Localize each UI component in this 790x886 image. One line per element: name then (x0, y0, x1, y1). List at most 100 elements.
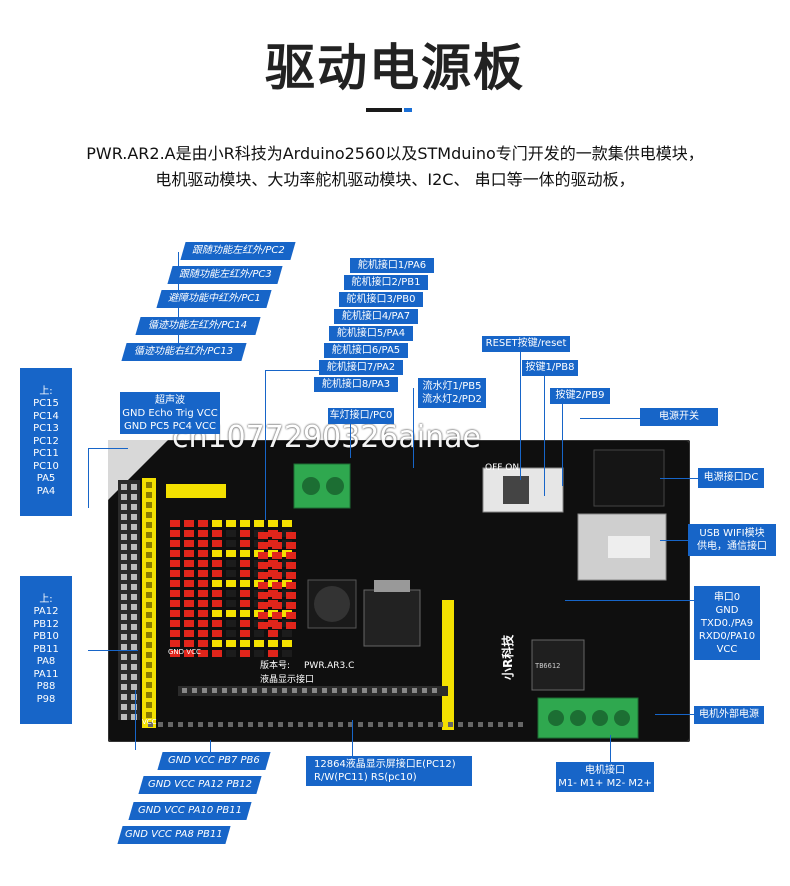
pin (272, 562, 282, 569)
pin (146, 612, 152, 618)
pin (232, 688, 237, 693)
pin (402, 688, 407, 693)
label-key2: 按键2/PB9 (550, 388, 610, 404)
pin (121, 604, 127, 610)
pin (488, 722, 493, 727)
pin (212, 590, 222, 597)
label-servo-8: 舵机接口8/PA3 (314, 377, 398, 392)
pin (272, 532, 282, 539)
label-sensor-2: 跟随功能左红外/PC3 (167, 266, 283, 284)
pin (212, 580, 222, 587)
pin (352, 688, 357, 693)
pin (226, 600, 236, 607)
pin (170, 610, 180, 617)
pin (148, 722, 153, 727)
pin (228, 722, 233, 727)
pin (131, 494, 137, 500)
pin (226, 630, 236, 637)
pin (212, 520, 222, 527)
pin (368, 722, 373, 727)
pin (212, 530, 222, 537)
pin (170, 620, 180, 627)
pin (198, 610, 208, 617)
pin (252, 688, 257, 693)
pin (286, 582, 296, 589)
label-servo-3: 舵机接口3/PB0 (339, 292, 423, 307)
label-usb-wifi: USB WIFI模块供电，通信接口 (688, 524, 776, 556)
pin (240, 540, 250, 547)
pin (332, 688, 337, 693)
board-version-label: 版本号: (260, 659, 290, 671)
pin (428, 722, 433, 727)
pin (146, 662, 152, 668)
pin (178, 722, 183, 727)
pin (192, 688, 197, 693)
pin (121, 574, 127, 580)
pin (242, 688, 247, 693)
pin (121, 664, 127, 670)
title-underline (366, 108, 402, 112)
pin (146, 682, 152, 688)
pin (286, 572, 296, 579)
pin (131, 614, 137, 620)
pin (286, 612, 296, 619)
pin (298, 722, 303, 727)
pin (278, 722, 283, 727)
pin (121, 534, 127, 540)
pin (212, 650, 222, 657)
pin (258, 542, 268, 549)
pin (146, 672, 152, 678)
pin (131, 654, 137, 660)
pin (131, 704, 137, 710)
connector-line (135, 690, 136, 750)
pin (146, 512, 152, 518)
pin (286, 562, 296, 569)
pin (121, 504, 127, 510)
pin (258, 572, 268, 579)
connector-line (660, 540, 690, 541)
pin (131, 524, 137, 530)
pin (392, 688, 397, 693)
label-sensor-3: 避障功能中红外/PC1 (156, 290, 272, 308)
pin (198, 520, 208, 527)
pin (146, 522, 152, 528)
pin (131, 604, 137, 610)
pin (312, 688, 317, 693)
label-car-light: 车灯接口/PC0 (328, 408, 394, 424)
pin (498, 722, 503, 727)
pin (170, 630, 180, 637)
pin (328, 722, 333, 727)
pin (286, 592, 296, 599)
pin (240, 570, 250, 577)
pin (272, 688, 277, 693)
pin (212, 640, 222, 647)
pin (198, 620, 208, 627)
pin (131, 574, 137, 580)
label-motor-power: 电机外部电源 (694, 706, 764, 724)
pin (238, 722, 243, 727)
pin (146, 602, 152, 608)
label-i2c-1: GND VCC PB7 PB6 (157, 752, 271, 770)
pin (170, 590, 180, 597)
pin (198, 560, 208, 567)
pin (286, 542, 296, 549)
pin (272, 552, 282, 559)
pin (146, 592, 152, 598)
pin (198, 722, 203, 727)
pin (240, 550, 250, 557)
pin (262, 688, 267, 693)
pin (478, 722, 483, 727)
pin (348, 722, 353, 727)
pin (362, 688, 367, 693)
label-power-switch: 电源开关 (640, 408, 718, 426)
connector-line (265, 370, 266, 520)
connector-line (544, 366, 545, 496)
usb-inner (608, 536, 650, 558)
pin (121, 614, 127, 620)
pin (412, 688, 417, 693)
pin (198, 590, 208, 597)
pin (240, 610, 250, 617)
pin (146, 482, 152, 488)
page-title: 驱动电源板 (265, 39, 525, 97)
